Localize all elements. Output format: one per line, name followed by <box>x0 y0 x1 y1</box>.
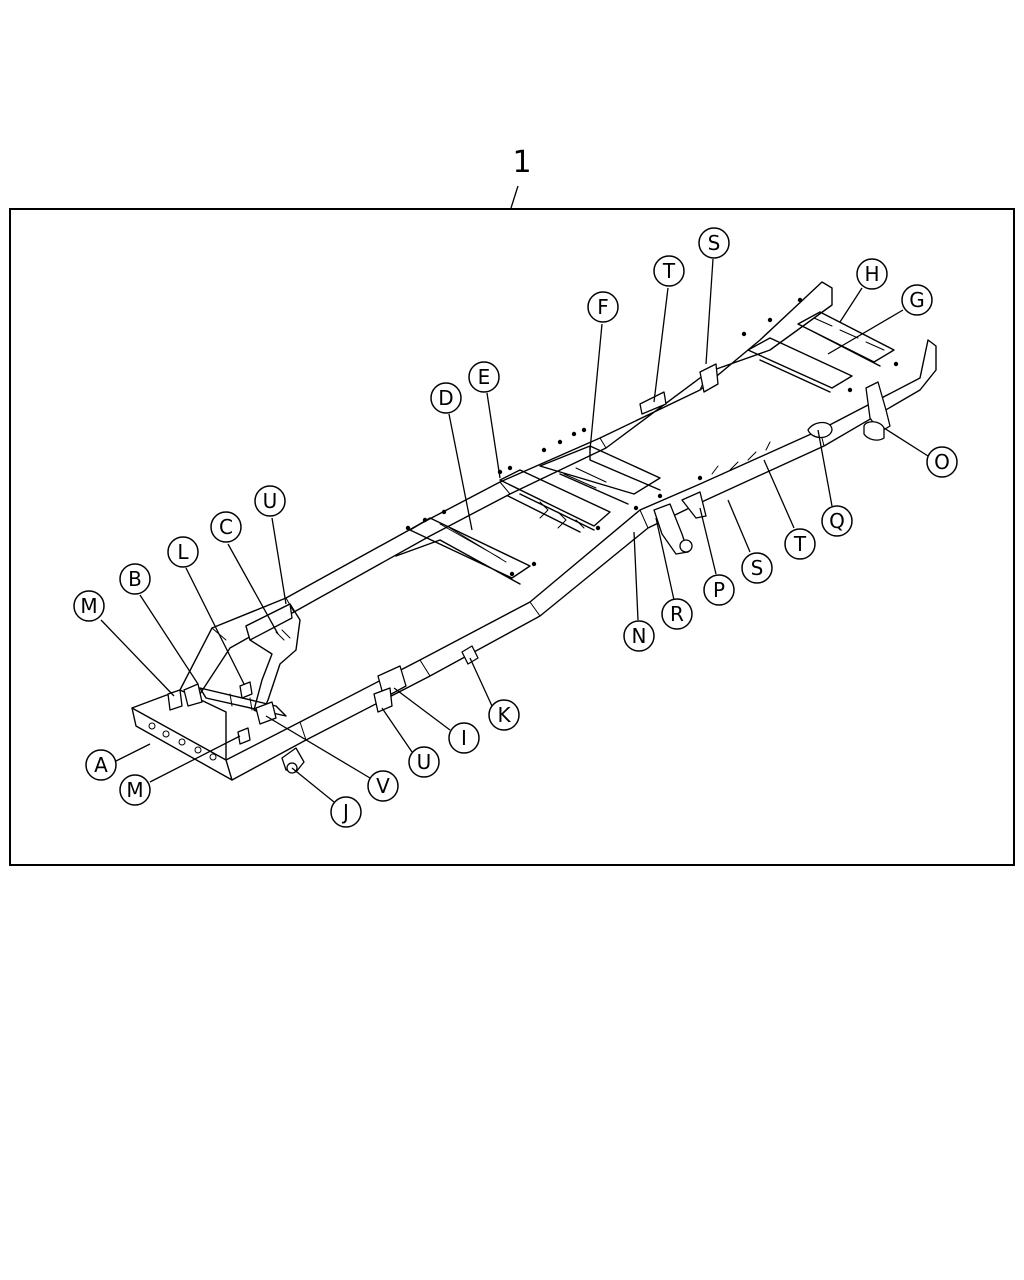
svg-text:J: J <box>341 800 349 824</box>
callout-leaders <box>100 258 929 803</box>
svg-text:M: M <box>80 594 97 618</box>
bracket-b <box>183 683 203 707</box>
bracket-u-upper <box>245 603 293 641</box>
callout-n: N <box>623 620 655 652</box>
svg-text:L: L <box>177 540 189 564</box>
svg-text:B: B <box>128 567 142 591</box>
callout-r: R <box>661 598 693 630</box>
svg-text:N: N <box>632 624 647 648</box>
svg-text:I: I <box>461 726 467 750</box>
svg-text:C: C <box>219 515 233 539</box>
callout-e: E <box>468 361 500 393</box>
callout-q: Q <box>821 505 853 537</box>
crossmember-d <box>395 517 531 585</box>
callout-k: K <box>488 699 520 731</box>
callout-m-upper: M <box>73 590 105 622</box>
callout-u-lower: U <box>408 746 440 778</box>
svg-text:Q: Q <box>829 509 845 533</box>
body-mount-u-lower <box>373 687 393 713</box>
mount-m-front <box>167 689 183 711</box>
callout-t-upper: T <box>653 255 685 287</box>
spring-hanger-p <box>681 491 707 519</box>
svg-text:T: T <box>793 532 807 556</box>
svg-text:O: O <box>934 450 950 474</box>
svg-text:U: U <box>263 489 278 513</box>
callout-f: F <box>587 291 619 323</box>
callout-c: C <box>210 511 242 543</box>
svg-text:U: U <box>417 750 432 774</box>
svg-text:V: V <box>376 774 390 798</box>
callout-l: L <box>167 536 199 568</box>
callout-u-upper: U <box>254 485 286 517</box>
hitch-q <box>807 421 833 439</box>
mount-k <box>461 645 479 665</box>
callout-d: D <box>430 382 462 414</box>
right-rail <box>225 339 937 781</box>
svg-text:S: S <box>751 556 764 580</box>
svg-text:F: F <box>597 295 609 319</box>
crossmember-g <box>747 337 853 393</box>
callout-s-upper: S <box>698 227 730 259</box>
callout-t-lower: T <box>784 528 816 560</box>
bracket-s-upper <box>699 363 719 393</box>
callout-h: H <box>856 258 888 290</box>
svg-text:H: H <box>864 262 879 286</box>
svg-text:G: G <box>909 288 925 312</box>
assembly-ref-number: 1 <box>512 145 531 180</box>
callout-b: B <box>119 563 151 595</box>
svg-text:S: S <box>708 231 721 255</box>
crossmember-f <box>539 445 661 505</box>
svg-text:P: P <box>713 578 725 602</box>
svg-text:R: R <box>670 602 684 626</box>
callout-s-lower: S <box>741 552 773 584</box>
callout-m-lower: M <box>119 774 151 806</box>
callout-i: I <box>448 722 480 754</box>
svg-text:D: D <box>438 386 453 410</box>
diagram-border <box>9 208 1015 866</box>
svg-text:A: A <box>94 753 108 777</box>
svg-text:E: E <box>478 365 491 389</box>
chassis-frame <box>131 281 937 781</box>
crossmember-h <box>797 311 895 367</box>
callout-g: G <box>901 284 933 316</box>
assembly-ref-leader <box>510 185 519 209</box>
hook-o <box>865 381 891 433</box>
callout-o: O <box>926 446 958 478</box>
callout-j: J <box>330 796 362 828</box>
callout-p: P <box>703 574 735 606</box>
bracket-l <box>239 681 253 699</box>
svg-text:M: M <box>126 778 143 802</box>
callouts: H G S T F E D U C L B M A M J V U I K N … <box>73 227 958 828</box>
bracket-t-upper <box>639 391 667 415</box>
svg-text:T: T <box>662 259 676 283</box>
callout-a: A <box>85 749 117 781</box>
crossmember-e <box>499 469 611 533</box>
svg-text:K: K <box>497 703 511 727</box>
callout-v: V <box>367 770 399 802</box>
